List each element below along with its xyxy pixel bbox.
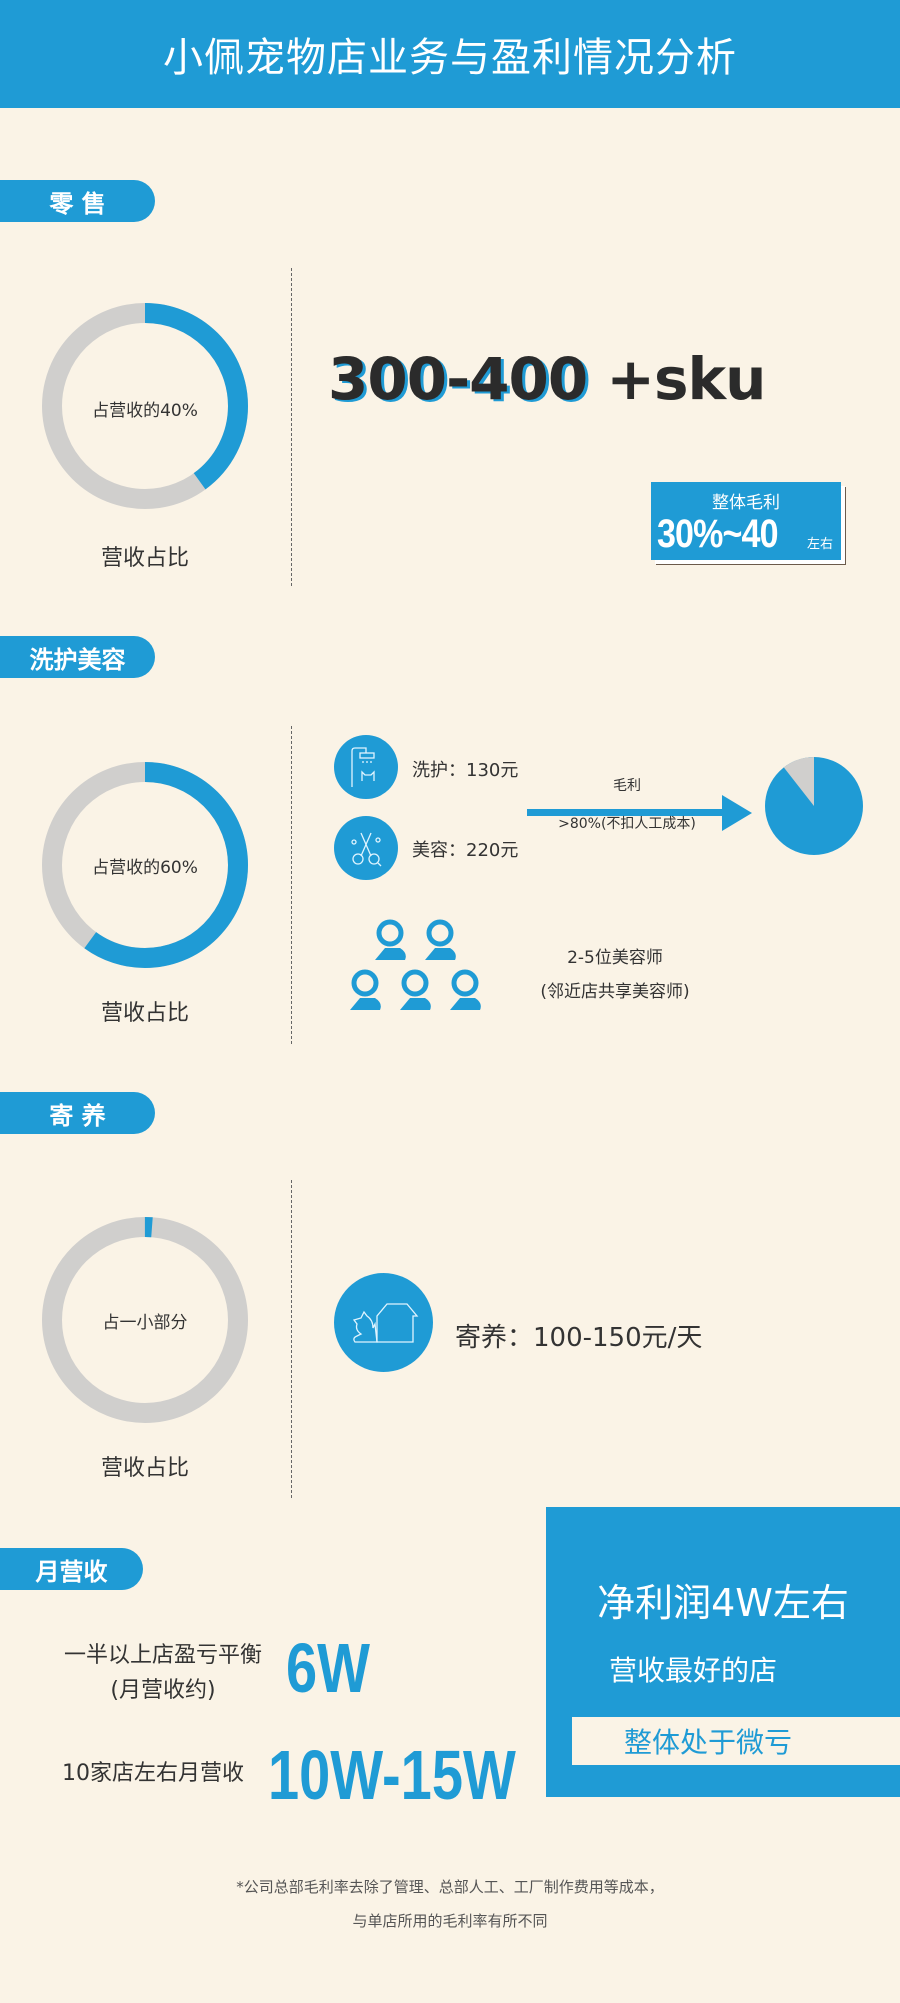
retail-donut-chart	[42, 303, 248, 509]
margin-arrow: 毛利 >80%(不扣人工成本)	[527, 775, 752, 845]
sku-suffix: +sku	[587, 345, 766, 413]
person-icon	[400, 969, 431, 1010]
staff-count: 2-5位美容师	[567, 948, 663, 968]
arrow-right-icon	[527, 795, 752, 831]
boarding-price: 寄养：100-150元/天	[455, 1323, 703, 1353]
shower-icon	[334, 735, 398, 799]
divider	[291, 726, 292, 1044]
grooming-caption: 营收占比	[100, 1001, 189, 1026]
staff-note: (邻近店共享美容师)	[540, 982, 690, 1002]
section-label-boarding: 寄 养	[0, 1092, 155, 1134]
person-icon	[425, 919, 456, 960]
sku-count: 300-400 +sku	[328, 345, 766, 413]
grooming-donut-chart	[42, 762, 248, 968]
top-stores-value: 10W-15W	[268, 1736, 516, 1814]
margin-badge: 整体毛利 30%~40 左右	[651, 482, 841, 560]
breakeven-value: 6W	[286, 1629, 370, 1707]
section-label-retail: 零 售	[0, 180, 155, 222]
margin-value: 30%~40	[657, 512, 778, 556]
staff-icons	[345, 915, 495, 1015]
retail-donut-label: 占营收的40%	[92, 401, 198, 421]
person-icon	[450, 969, 481, 1010]
footnote-line-1: *公司总部毛利率去除了管理、总部人工、工厂制作费用等成本，	[236, 1878, 664, 1896]
retail-caption: 营收占比	[100, 546, 189, 571]
boarding-donut-chart	[42, 1217, 248, 1423]
best-store-label: 营收最好的店	[608, 1654, 777, 1687]
sku-numbers: 300-400	[328, 345, 588, 413]
arrow-label-top: 毛利	[613, 778, 641, 794]
section-label-grooming: 洗护美容	[0, 636, 155, 678]
pet-house-icon	[334, 1273, 433, 1372]
top-stores-label: 10家店左右月营收	[62, 1761, 244, 1786]
gross-margin-pie-chart	[765, 757, 863, 855]
margin-label: 整体毛利	[712, 493, 780, 513]
net-profit: 净利润4W左右	[597, 1581, 849, 1625]
overall-status: 整体处于微亏	[572, 1717, 900, 1765]
scissors-icon	[334, 816, 398, 880]
divider	[291, 1180, 292, 1498]
person-icon	[375, 919, 406, 960]
breakeven-label: 一半以上店盈亏平衡	[63, 1643, 262, 1668]
margin-suffix: 左右	[806, 537, 833, 552]
page-title: 小佩宠物店业务与盈利情况分析	[0, 0, 900, 108]
service-groom-price: 美容：220元	[412, 840, 519, 861]
grooming-donut-label: 占营收的60%	[92, 858, 198, 878]
breakeven-sublabel: (月营收约)	[110, 1678, 216, 1703]
boarding-donut-label: 占一小部分	[102, 1313, 188, 1333]
divider	[291, 268, 292, 586]
boarding-caption: 营收占比	[100, 1456, 189, 1481]
profit-panel: 净利润4W左右 营收最好的店 整体处于微亏	[546, 1507, 900, 1797]
service-wash-price: 洗护：130元	[412, 760, 519, 781]
section-label-monthly: 月营收	[0, 1548, 143, 1590]
person-icon	[350, 969, 381, 1010]
arrow-label-bottom: >80%(不扣人工成本)	[558, 816, 696, 832]
footnote-line-2: 与单店所用的毛利率有所不同	[352, 1912, 548, 1930]
